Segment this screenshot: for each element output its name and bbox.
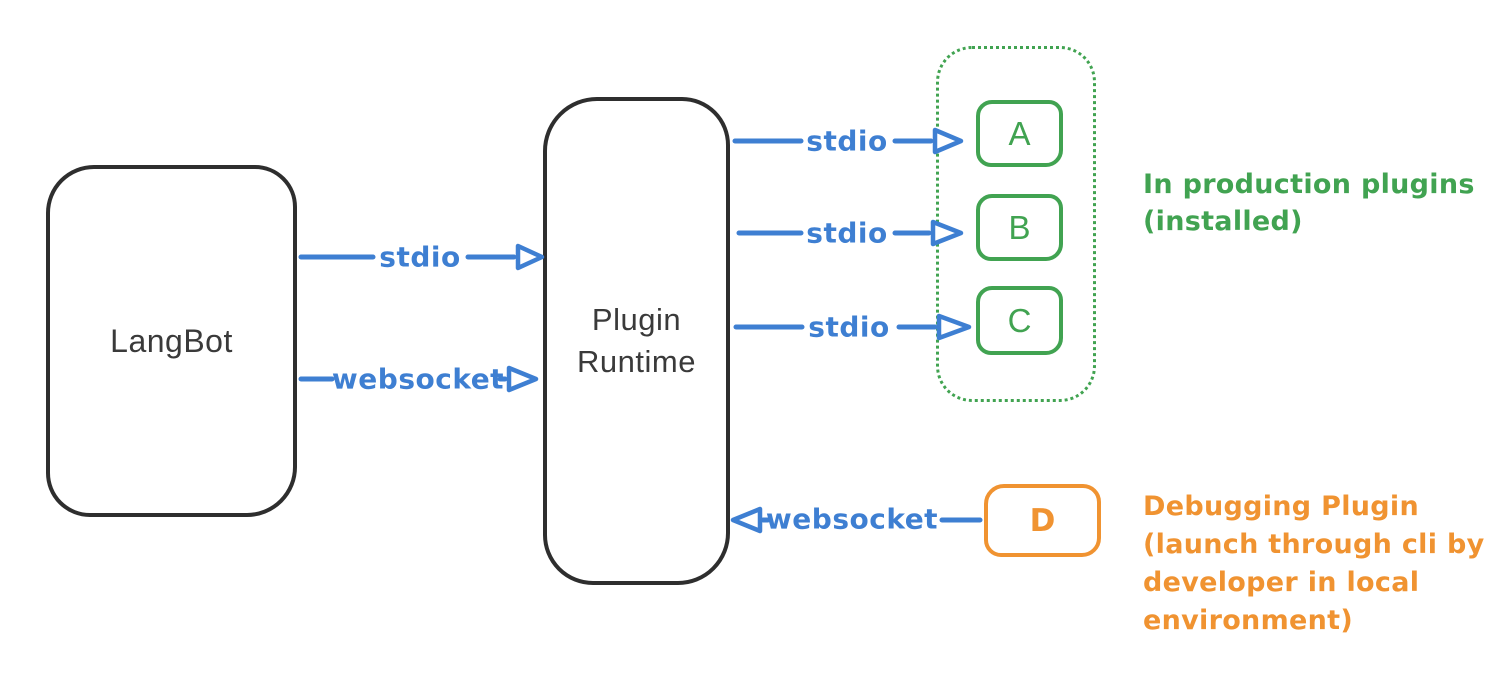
edge-label-stdio-a: stdio bbox=[806, 124, 888, 158]
node-plugin-b: B bbox=[976, 194, 1063, 261]
note-production-plugins: In production plugins (installed) bbox=[1143, 169, 1475, 237]
edge-label-websocket-d: websocket bbox=[765, 502, 939, 536]
node-plugin-d-label: D bbox=[1029, 502, 1056, 539]
edge-label-stdio-c: stdio bbox=[808, 310, 890, 344]
node-langbot: LangBot bbox=[46, 165, 297, 517]
node-plugin-c: C bbox=[976, 286, 1063, 355]
node-langbot-label: LangBot bbox=[110, 322, 233, 359]
node-plugin-c-label: C bbox=[1007, 301, 1032, 339]
node-plugin-d: D bbox=[984, 484, 1101, 557]
edge-label-websocket-langbot: websocket bbox=[331, 362, 505, 396]
arrowhead-left-icon bbox=[730, 506, 763, 534]
arrowhead-right-icon bbox=[506, 365, 539, 393]
arrowhead-right-icon bbox=[515, 243, 545, 271]
node-plugin-a: A bbox=[976, 100, 1063, 167]
note-debugging-plugin: Debugging Plugin (launch through cli by … bbox=[1143, 491, 1485, 636]
node-plugin-b-label: B bbox=[1008, 208, 1031, 246]
node-plugin-a-label: A bbox=[1008, 114, 1031, 152]
edge-label-stdio-b: stdio bbox=[806, 216, 888, 250]
node-plugin-runtime-label: Plugin Runtime bbox=[577, 302, 696, 379]
node-plugin-runtime: Plugin Runtime bbox=[543, 97, 730, 585]
edge-label-stdio-langbot: stdio bbox=[379, 240, 461, 274]
